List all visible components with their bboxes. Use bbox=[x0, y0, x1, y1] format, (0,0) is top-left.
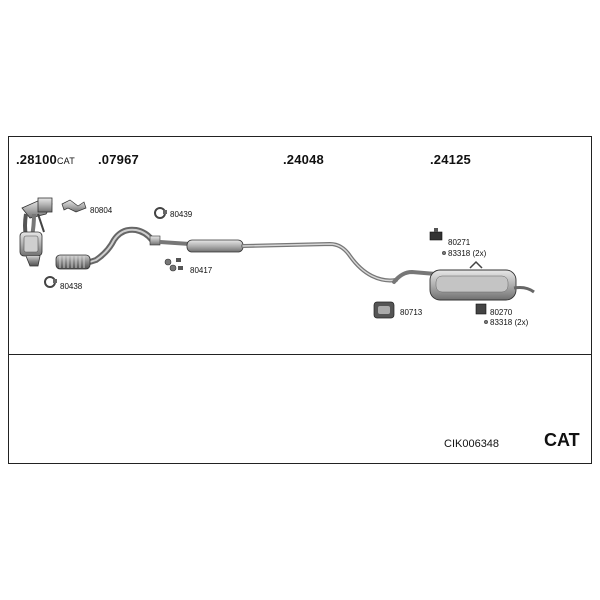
bolt-set-80417-icon bbox=[164, 258, 183, 272]
part-number-catalyst-suffix: CAT bbox=[56, 156, 75, 166]
diagram-frame bbox=[8, 136, 592, 464]
clamp-80438-icon bbox=[44, 276, 57, 288]
kit-code: CIK006348 bbox=[444, 438, 500, 450]
clamp-80804-icon bbox=[61, 199, 87, 213]
clamp-80439-icon bbox=[154, 207, 167, 219]
label-clamp-80439: 80439 bbox=[170, 210, 193, 219]
part-number-catalyst-value: .28100 bbox=[16, 152, 57, 167]
label-rubber-80270: 80270 bbox=[490, 308, 513, 317]
part-number-catalyst: .28100CAT bbox=[16, 152, 75, 167]
rubber-mount-80713-icon bbox=[373, 301, 395, 319]
label-bolt-83318-b: 83318 (2x) bbox=[490, 318, 529, 327]
part-number-front-pipe: .07967 bbox=[98, 152, 139, 167]
frame-divider bbox=[8, 354, 592, 355]
bolt-83318-a-icon bbox=[441, 250, 447, 256]
catalyst-assembly bbox=[19, 197, 53, 267]
part-number-rear-silencer: .24125 bbox=[430, 152, 471, 167]
label-clamp-80804: 80804 bbox=[90, 206, 113, 215]
label-bolt-80417: 80417 bbox=[190, 266, 213, 275]
rear-silencer bbox=[392, 260, 535, 301]
front-pipe bbox=[55, 226, 161, 270]
label-rubber-80713: 80713 bbox=[400, 308, 423, 317]
rubber-mount-80270-icon bbox=[475, 303, 487, 315]
label-bolt-83318-a: 83318 (2x) bbox=[448, 249, 487, 258]
label-rubber-80271: 80271 bbox=[448, 238, 471, 247]
rubber-mount-80271-icon bbox=[429, 228, 443, 241]
type-label: CAT bbox=[544, 430, 580, 450]
label-clamp-80438: 80438 bbox=[60, 282, 83, 291]
part-number-middle-silencer: .24048 bbox=[283, 152, 324, 167]
middle-silencer bbox=[159, 239, 398, 283]
bolt-83318-b-icon bbox=[483, 319, 489, 325]
